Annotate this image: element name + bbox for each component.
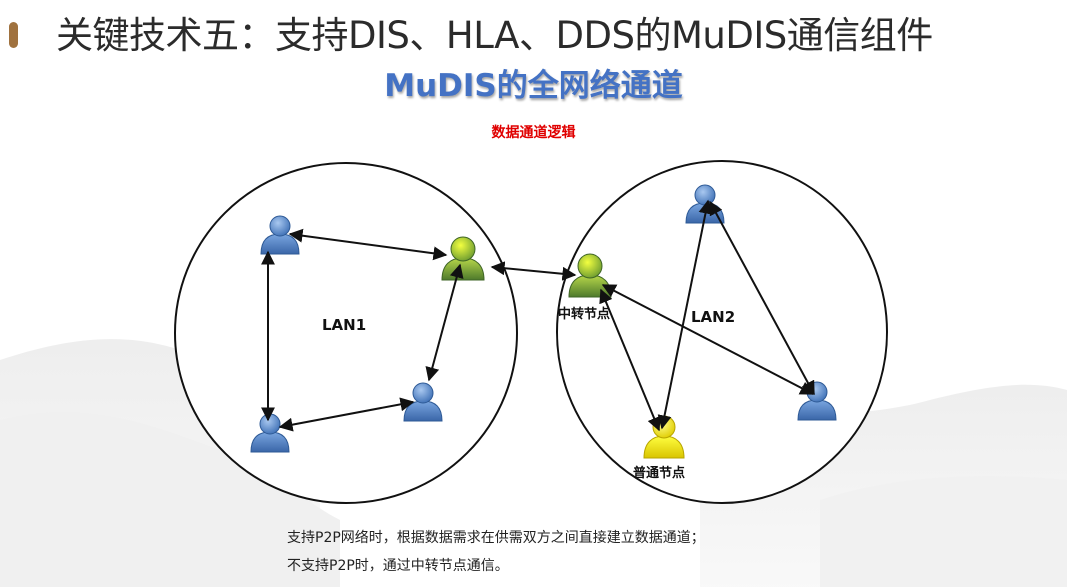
link-arrow [425,263,464,382]
link-arrow [709,200,815,396]
slide-title: 关键技术五：支持DIS、HLA、DDS的MuDIS通信组件 [56,14,933,57]
normal-node-label: 普通节点 [633,465,685,481]
lan1-label: LAN1 [322,316,366,334]
title-accent-bar [9,22,18,48]
link-arrow [599,288,661,432]
relay-node-label: 中转节点 [558,306,610,322]
link-arrow [278,397,415,432]
description: 支持P2P网络时，根据数据需求在供需双方之间直接建立数据通道； 不支持P2P时，… [287,524,705,580]
user-icon [250,413,290,453]
relay-node-icon [568,253,612,298]
link-arrow [490,261,577,281]
description-line: 支持P2P网络时，根据数据需求在供需双方之间直接建立数据通道； [287,530,705,546]
description-line: 不支持P2P时，通过中转节点通信。 [287,558,509,574]
link-arrow [288,228,448,261]
link-arrow [657,199,713,430]
section-label: 数据通道逻辑 [491,125,576,141]
lan2-label: LAN2 [691,308,735,326]
slide-subtitle: MuDIS的全网络通道 [384,68,683,104]
